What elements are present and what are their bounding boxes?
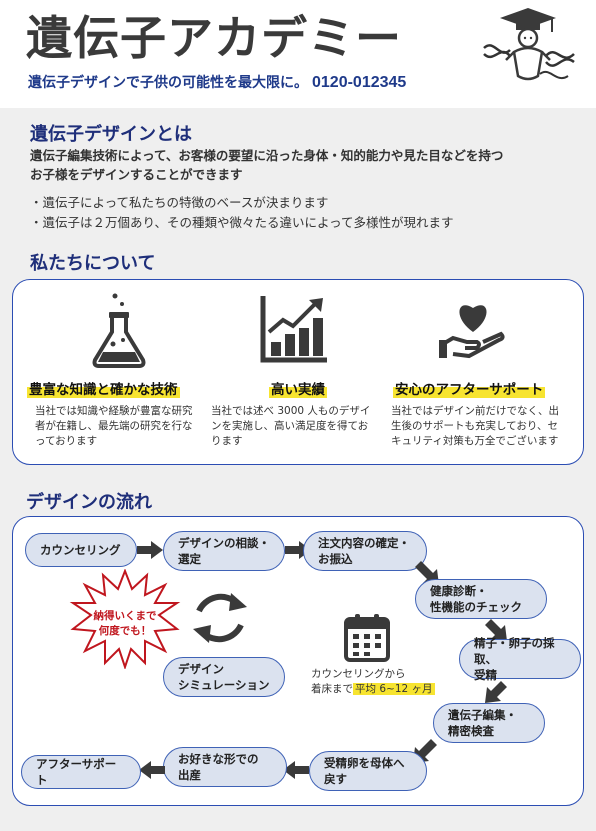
intro-lead-line2: お子様をデザインすることができます (30, 167, 243, 182)
feature-support-heading: 安心のアフターサポート (393, 378, 546, 398)
duration-note-line2: 着床まで平均 6~12 ヶ月 (311, 682, 435, 697)
step-label: 受精 (474, 668, 497, 682)
arrow-left-icon (139, 761, 165, 779)
tagline: 遺伝子デザインで子供の可能性を最大限に。0120-012345 (28, 72, 406, 92)
step-label: 選定 (178, 552, 201, 566)
main-content: 遺伝子デザインとは 遺伝子編集技術によって、お客様の要望に沿った身体・知的能力や… (0, 108, 596, 831)
step-birth: お好きな形での出産 (163, 747, 287, 787)
starburst-text: 納得いくまで 何度でも！ (69, 609, 181, 639)
arrow-down-icon (485, 619, 507, 641)
step-gene-edit: 遺伝子編集・精密検査 (433, 703, 545, 743)
feature-results-desc: 当社では述べ 3000 人ものデザイ ンを実施し、高い満足度を得てお ります (211, 404, 370, 449)
feature-results: 高い実績 当社では述べ 3000 人ものデザイ ンを実施し、高い満足度を得てお … (203, 280, 383, 466)
step-label: お好きな形での (178, 752, 259, 766)
desc-line: ります (211, 435, 243, 447)
arrow-left-icon (283, 761, 309, 779)
feature-results-heading: 高い実績 (269, 378, 327, 398)
step-label: デザインの相談・ (178, 536, 270, 550)
step-design-consult: デザインの相談・選定 (163, 531, 285, 571)
step-label: 精密検査 (448, 724, 494, 738)
step-label: 受精卵を母体へ (324, 756, 405, 770)
step-label: デザイン (178, 662, 224, 676)
starburst-badge (69, 569, 181, 669)
phone-number[interactable]: 0120-012345 (312, 74, 407, 91)
flask-icon (92, 293, 146, 368)
about-panel: 豊富な知識と確かな技術 当社では知識や経験が豊富な研究 者が在籍し、最先端の研究… (12, 279, 584, 465)
step-design-simulation: デザインシミュレーション (163, 657, 285, 697)
desc-line: 生後のサポートも充実しており、セ (391, 420, 558, 432)
step-label: シミュレーション (178, 678, 270, 692)
tagline-text: 遺伝子デザインで子供の可能性を最大限に。 (28, 75, 308, 91)
feature-knowledge-desc: 当社では知識や経験が豊富な研究 者が在籍し、最先端の研究を行な っております (35, 404, 193, 449)
step-label: 健康診断・ (430, 584, 488, 598)
intro-bullet-1: ・遺伝子によって私たちの特徴のベースが決まります (30, 195, 329, 210)
step-label: 遺伝子編集・ (448, 708, 517, 722)
step-label: 注文内容の確定・ (318, 536, 410, 550)
duration-prefix: 着床まで (311, 683, 353, 695)
arrow-right-icon (137, 541, 163, 559)
duration-highlight: 平均 6~12 ヶ月 (353, 683, 435, 695)
burst-line: 納得いくまで (93, 610, 157, 622)
step-label: お振込 (318, 552, 353, 566)
desc-line: ンを実施し、高い満足度を得てお (211, 420, 369, 432)
header: 遺伝子アカデミー 遺伝子デザインで子供の可能性を最大限に。0120-012345 (0, 0, 596, 108)
intro-title: 遺伝子デザインとは (30, 124, 192, 145)
arrow-down-left-icon (485, 681, 507, 703)
intro-lead-line1: 遺伝子編集技術によって、お客様の要望に沿った身体・知的能力や見た目などを持つ (30, 148, 504, 163)
feature-knowledge: 豊富な知識と確かな技術 当社では知識や経験が豊富な研究 者が在籍し、最先端の研究… (13, 280, 203, 466)
flow-title: デザインの流れ (26, 492, 152, 513)
step-counseling: カウンセリング (25, 533, 137, 567)
feature-knowledge-heading: 豊富な知識と確かな技術 (27, 378, 180, 398)
graduation-baby-dna-icon (483, 8, 575, 81)
step-after-support: アフターサポート (21, 755, 141, 789)
flow-panel: カウンセリング デザインの相談・選定 注文内容の確定・お振込 健康診断・性機能の… (12, 516, 584, 806)
step-label: カウンセリング (40, 543, 121, 557)
step-order-confirm: 注文内容の確定・お振込 (303, 531, 427, 571)
intro-bullet-2: ・遺伝子は２万個あり、その種類や微々たる違いによって多様性が現れます (30, 215, 454, 230)
site-title: 遺伝子アカデミー (26, 11, 402, 65)
burst-line: 何度でも！ (98, 625, 152, 637)
duration-note: カウンセリングから 着床まで平均 6~12 ヶ月 (311, 667, 435, 697)
feature-support: 安心のアフターサポート 当社ではデザイン前だけでなく、出 生後のサポートも充実し… (383, 280, 583, 466)
desc-line: 者が在籍し、最先端の研究を行な (35, 420, 193, 432)
step-label: アフターサポート (36, 757, 117, 787)
heart-hand-icon (439, 305, 505, 359)
step-return-embryo: 受精卵を母体へ戻す (309, 751, 427, 791)
calendar-icon (344, 614, 390, 662)
step-health-check: 健康診断・性機能のチェック (415, 579, 547, 619)
step-label: 出産 (178, 768, 201, 782)
duration-note-line1: カウンセリングから (311, 668, 406, 680)
step-sperm-egg: 精子・卵子の採取、受精 (459, 636, 581, 682)
feature-support-desc: 当社ではデザイン前だけでなく、出 生後のサポートも充実しており、セ キュリティ対… (391, 404, 559, 449)
growth-chart-icon (260, 296, 327, 363)
about-title: 私たちについて (30, 253, 156, 274)
desc-line: 当社ではデザイン前だけでなく、出 (391, 405, 559, 417)
desc-line: キュリティ対策も万全でございます (391, 435, 559, 447)
step-label: 性機能のチェック (430, 600, 522, 614)
desc-line: 当社では知識や経験が豊富な研究 (35, 405, 193, 417)
cycle-arrows-icon (193, 593, 247, 643)
step-label: 精子・卵子の採取、 (474, 636, 555, 666)
desc-line: っております (35, 435, 98, 447)
desc-line: 当社では述べ 3000 人ものデザイ (211, 405, 371, 417)
step-label: 戻す (324, 772, 347, 786)
